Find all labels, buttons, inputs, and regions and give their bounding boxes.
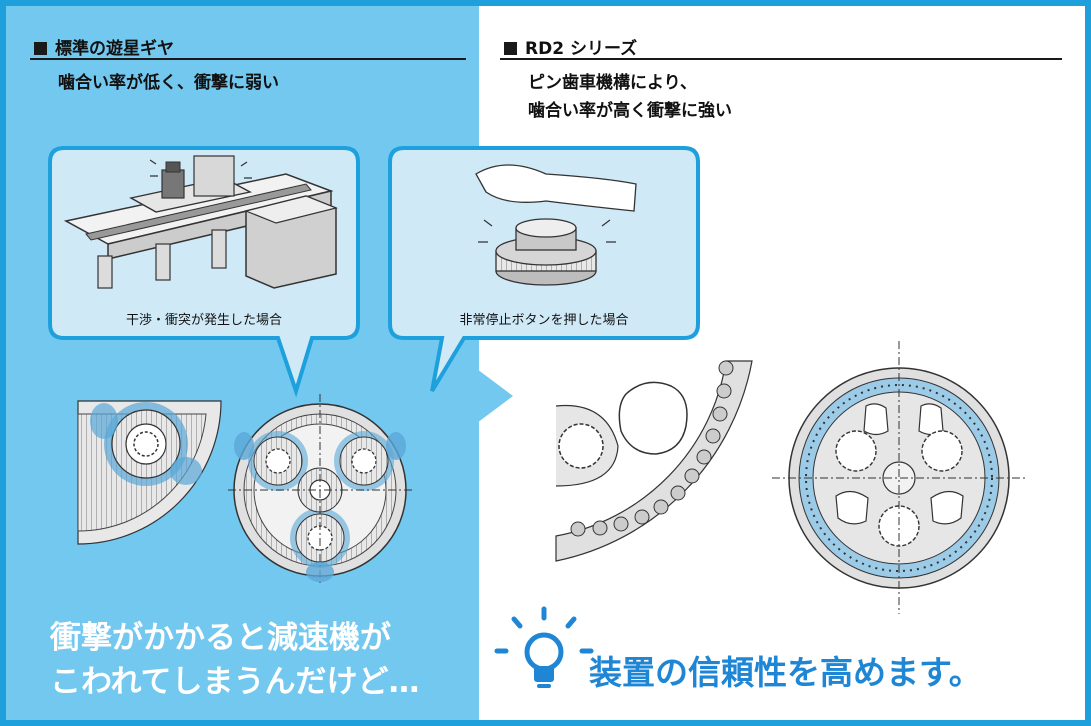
rd2-subtitle-line1: ピン歯車機構により、	[528, 73, 697, 93]
rd2-pin-gear-detail	[555, 360, 753, 562]
standard-gear-subtitle: 噛合い率が低く、衝撃に弱い	[58, 73, 279, 93]
rd2-series-header: RD2 シリーズ	[504, 34, 637, 59]
bubble-emergency-stop: 非常停止ボタンを押した場合	[388, 146, 700, 393]
shock-warning-line1: 衝撃がかかると減速機が	[50, 620, 391, 656]
transition-arrow	[473, 366, 513, 426]
header-rule	[500, 58, 1062, 60]
planetary-gear-full	[228, 394, 412, 586]
rd2-subtitle-line2: 噛合い率が高く衝撃に強い	[528, 101, 732, 121]
illustration-layer: 干渉・衝突が発生した場合 非常停止ボタンを押した場合	[48, 146, 1026, 688]
lightbulb-icon	[494, 606, 594, 688]
planetary-gear-detail	[77, 400, 222, 545]
header-rule	[30, 58, 466, 60]
square-bullet-icon	[504, 42, 517, 55]
shock-warning-text: 衝撃がかかると減速機が こわれてしまうんだけど…	[50, 616, 420, 704]
shock-warning-line2: こわれてしまうんだけど…	[50, 664, 420, 700]
bubble-collision-caption: 干渉・衝突が発生した場合	[126, 312, 282, 328]
standard-gear-header: 標準の遊星ギヤ	[34, 34, 174, 59]
conveyor-illustration	[63, 155, 338, 289]
reliability-tagline: 装置の信頼性を高めます。	[589, 653, 982, 692]
stop-button-illustration	[475, 164, 637, 286]
bubble-collision: 干渉・衝突が発生した場合	[48, 146, 360, 398]
rd2-cross-section	[772, 341, 1026, 614]
square-bullet-icon	[34, 42, 47, 55]
bubble-emergency-caption: 非常停止ボタンを押した場合	[459, 312, 628, 328]
standard-gear-panel	[6, 6, 479, 720]
